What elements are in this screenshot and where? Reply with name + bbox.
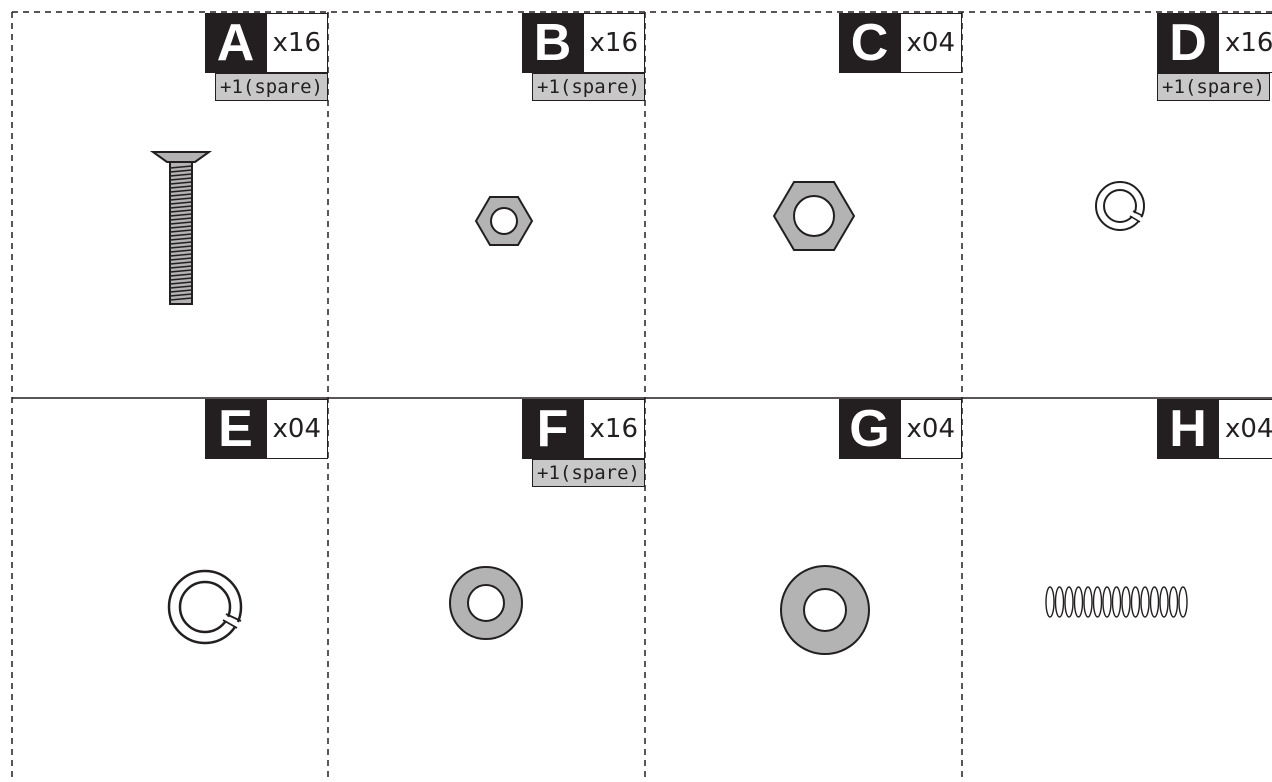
part-cell-b: B x16 +1(spare): [328, 0, 645, 398]
part-cell-d: D x16 +1(spare): [962, 0, 1272, 398]
part-cell-a: A x16 +1(spare): [12, 0, 328, 398]
large-hex-nut-icon: [645, 0, 962, 398]
part-cell-e: E x04: [12, 386, 328, 782]
part-cell-c: C x04: [645, 0, 962, 398]
small-flat-washer-icon: [328, 386, 645, 782]
part-cell-g: G x04: [645, 386, 962, 782]
part-cell-h: H x04: [962, 386, 1272, 782]
large-spring-washer-icon: [12, 386, 328, 782]
part-cell-f: F x16 +1(spare): [328, 386, 645, 782]
small-hex-nut-icon: [328, 0, 645, 398]
small-spring-washer-icon: [962, 0, 1272, 398]
countersunk-screw-icon: [12, 0, 328, 398]
threaded-rod-icon: [962, 386, 1272, 782]
large-flat-washer-icon: [645, 386, 962, 782]
